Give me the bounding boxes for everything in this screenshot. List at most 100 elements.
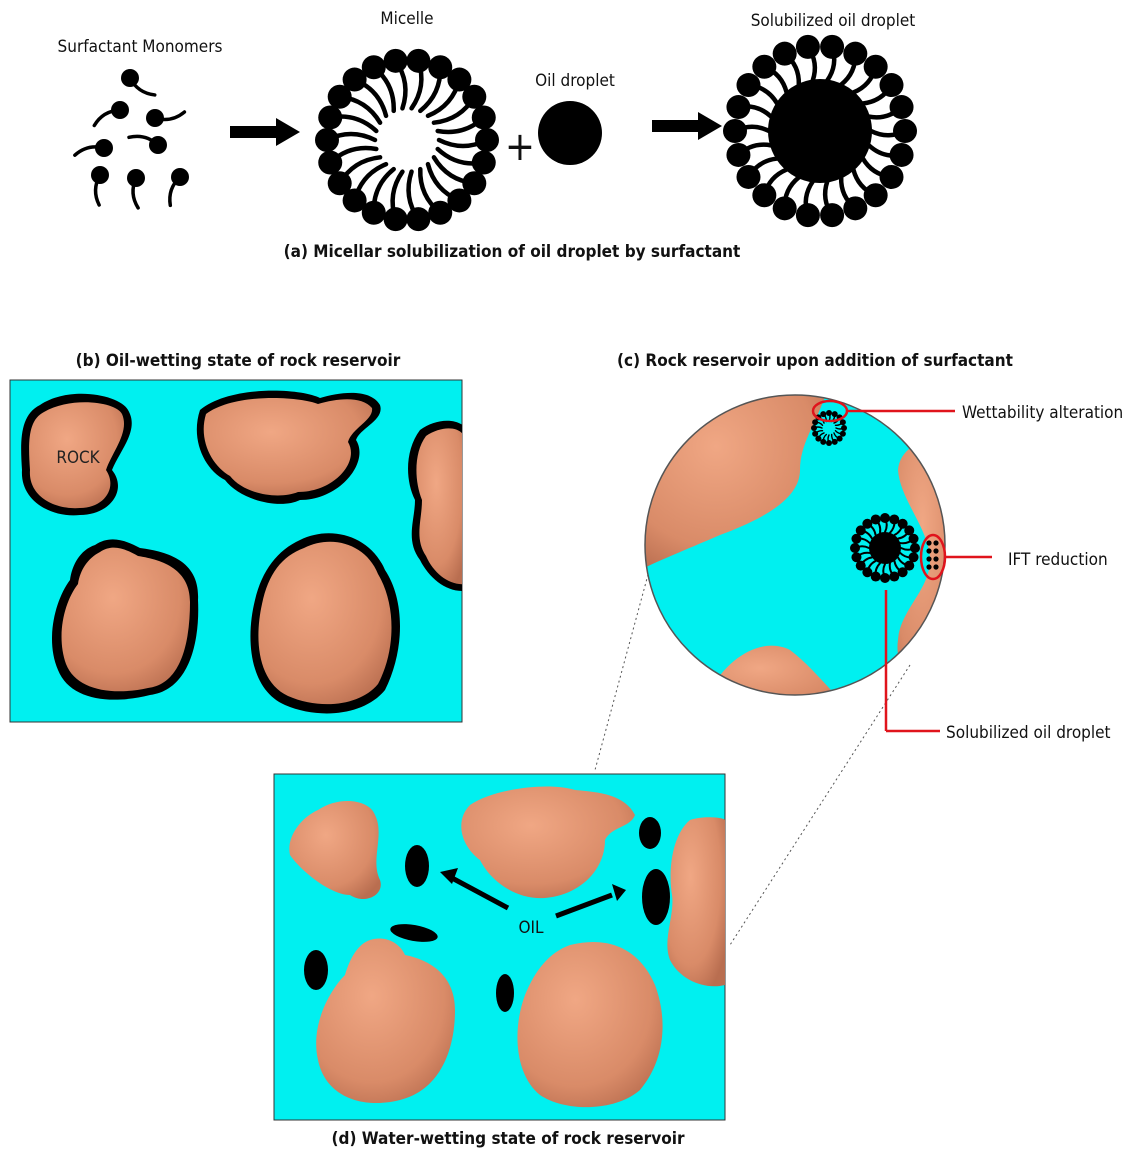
svg-text:IFT reduction: IFT reduction	[1008, 550, 1108, 570]
surfactant-head	[880, 573, 890, 583]
surfactant-head	[773, 196, 797, 220]
solubilized-droplet	[723, 35, 917, 227]
surfactant-head	[933, 556, 938, 561]
oil-label: OIL	[518, 918, 544, 938]
surfactant-head	[149, 136, 167, 154]
surfactant-head	[926, 540, 931, 545]
surfactant-head	[472, 151, 496, 175]
surfactant-head	[736, 73, 760, 97]
svg-text:Wettability alteration: Wettability alteration	[962, 403, 1123, 423]
surfactant-head	[826, 410, 832, 416]
surfactant-head	[384, 207, 408, 231]
svg-text:Solubilized oil droplet: Solubilized oil droplet	[946, 723, 1111, 743]
surfactant-head	[933, 548, 938, 553]
zoom-line-left	[595, 560, 652, 770]
surfactant-head	[726, 95, 750, 119]
surfactant-head	[406, 49, 430, 73]
rock-d-3	[667, 817, 725, 986]
surfactant-head	[475, 128, 499, 152]
label-oil-droplet: Oil droplet	[535, 71, 615, 91]
surfactant-head	[773, 42, 797, 66]
surfactant-head	[851, 552, 861, 562]
oil-core	[768, 79, 872, 183]
surfactant-head	[880, 165, 904, 189]
surfactant-head	[318, 105, 342, 129]
caption-c: (c) Rock reservoir upon addition of surf…	[617, 351, 1013, 371]
surfactant-head	[841, 425, 847, 431]
surfactant-head	[889, 572, 899, 582]
surfactant-head	[362, 55, 386, 79]
surfactant-head	[95, 139, 113, 157]
surfactant-head	[726, 143, 750, 167]
panel-a: Surfactant Monomers Micelle + Oil drople…	[58, 9, 917, 262]
caption-a: (a) Micellar solubilization of oil dropl…	[284, 242, 741, 262]
oil-drop-d-5	[304, 950, 328, 990]
surfactant-head	[820, 35, 844, 59]
micelle	[315, 49, 499, 231]
panel-b: (b) Oil-wetting state of rock reservoir …	[10, 351, 470, 722]
arrow-2	[652, 112, 722, 140]
surfactant-monomer	[146, 109, 184, 127]
zoom-line-right	[730, 665, 910, 945]
surfactant-head	[752, 183, 776, 207]
surfactant-monomer	[91, 166, 109, 205]
surfactant-monomer	[121, 69, 155, 95]
oil-core	[869, 532, 901, 564]
surfactant-head	[796, 35, 820, 59]
surfactant-head	[843, 196, 867, 220]
surfactant-head	[933, 540, 938, 545]
surfactant-head	[880, 513, 890, 523]
surfactant-monomer	[127, 169, 145, 208]
surfactant-head	[864, 55, 888, 79]
surfactant-head	[820, 203, 844, 227]
callout-ift: IFT reduction	[921, 535, 1108, 579]
surfactant-head	[890, 143, 914, 167]
label-surfactant-monomers: Surfactant Monomers	[58, 37, 223, 57]
arrow-1	[230, 118, 300, 146]
surfactant-head	[820, 411, 826, 417]
surfactant-head	[811, 425, 817, 431]
surfactant-head	[406, 207, 430, 231]
surfactant-head	[723, 119, 747, 143]
surfactant-head	[384, 49, 408, 73]
surfactant-head	[864, 183, 888, 207]
surfactant-head	[146, 109, 164, 127]
label-solubilized-oil-droplet: Solubilized oil droplet	[751, 11, 916, 31]
surfactant-monomer	[129, 136, 167, 154]
surfactant-head	[111, 101, 129, 119]
surfactant-monomer	[75, 139, 113, 157]
surfactant-monomer	[170, 168, 189, 205]
surfactant-head	[909, 534, 919, 544]
caption-d: (d) Water-wetting state of rock reservoi…	[332, 1129, 685, 1149]
oil-drop-d-2	[639, 817, 661, 849]
surfactant-head	[843, 42, 867, 66]
surfactant-head	[127, 169, 145, 187]
surfactant-head	[736, 165, 760, 189]
surfactant-head	[428, 201, 452, 225]
label-micelle: Micelle	[380, 9, 433, 29]
surfactant-head	[315, 128, 339, 152]
surfactant-head	[812, 431, 818, 437]
caption-b: (b) Oil-wetting state of rock reservoir	[76, 351, 401, 371]
surfactant-head	[926, 556, 931, 561]
oil-drop-d-3	[642, 869, 670, 925]
surfactant-head	[933, 564, 938, 569]
surfactant-head	[832, 439, 838, 445]
oil-droplet	[538, 101, 602, 165]
surfactant-head	[926, 548, 931, 553]
surfactant-head	[752, 55, 776, 79]
surfactant-head	[171, 168, 189, 186]
magnified-view	[640, 380, 960, 710]
surfactant-head	[840, 419, 846, 425]
surfactant-head	[880, 73, 904, 97]
surfactant-monomers-group	[75, 69, 189, 208]
oil-drop-d-1	[405, 845, 429, 887]
surfactant-head	[328, 171, 352, 195]
surfactant-head	[318, 151, 342, 175]
surfactant-head	[871, 514, 881, 524]
oil-drop-d-6	[496, 974, 514, 1012]
panel-d: OIL (d) Water-wetting state of rock rese…	[274, 774, 725, 1149]
plus-sign: +	[505, 124, 535, 170]
surfactant-head	[462, 85, 486, 109]
